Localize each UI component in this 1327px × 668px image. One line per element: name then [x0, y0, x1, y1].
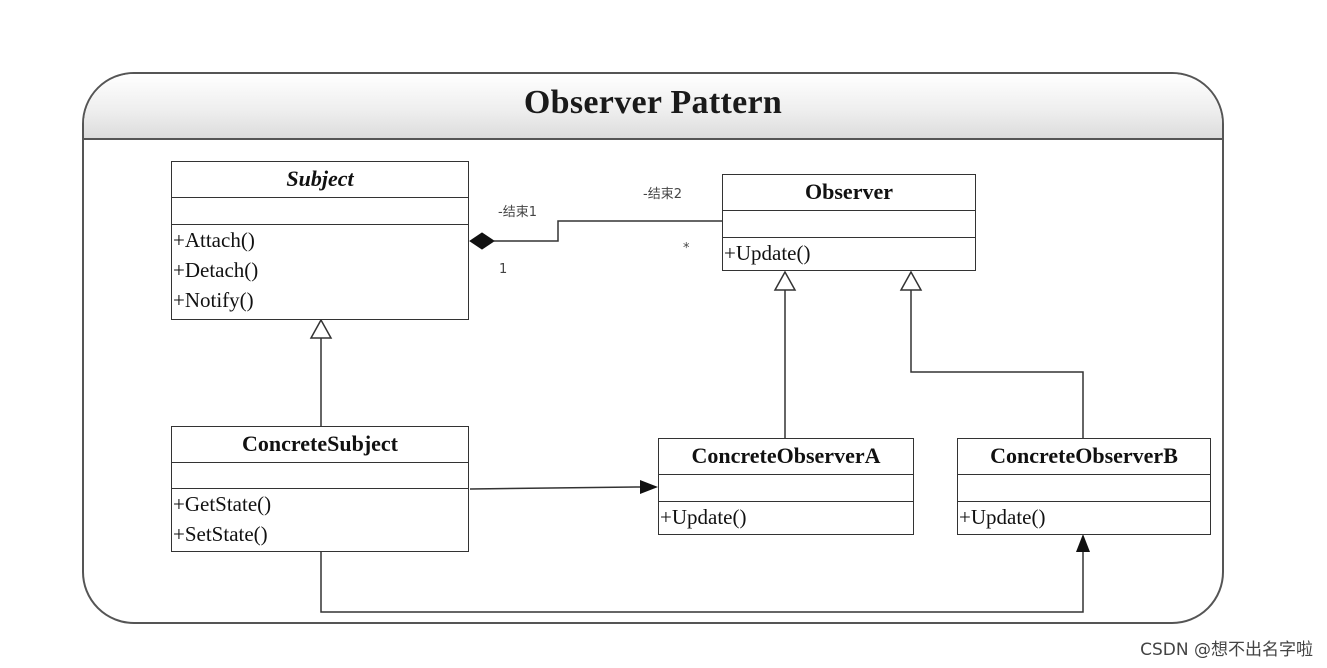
generalization-arrow-observer-b — [899, 270, 923, 291]
association-end2-label: -结束2 — [643, 187, 682, 202]
dependency-arrowhead-a — [640, 480, 658, 494]
operation: +Update() — [959, 505, 1046, 529]
class-observer-attributes — [723, 211, 975, 238]
class-concrete-subject-operations: +GetState() +SetState() — [172, 489, 468, 549]
class-subject-name: Subject — [172, 162, 468, 198]
class-concrete-observer-a-operations: +Update() — [659, 502, 913, 532]
operation: +SetState() — [173, 522, 268, 546]
class-subject: Subject +Attach() +Detach() +Notify() — [171, 161, 469, 320]
class-concrete-observer-b-attributes — [958, 475, 1210, 502]
class-concrete-subject-name: ConcreteSubject — [172, 427, 468, 463]
operation: +Attach() — [173, 228, 255, 252]
class-concrete-observer-b-name: ConcreteObserverB — [958, 439, 1210, 475]
association-line — [494, 220, 722, 242]
class-subject-operations: +Attach() +Detach() +Notify() — [172, 225, 468, 315]
generalization-observer-b-line — [910, 290, 1084, 438]
class-concrete-observer-a-attributes — [659, 475, 913, 502]
association-end1-multiplicity: 1 — [499, 262, 508, 277]
dependency-arrowhead-b — [1076, 534, 1090, 552]
composition-diamond — [469, 232, 495, 250]
diagram-title: Observer Pattern — [523, 84, 783, 121]
operation: +Detach() — [173, 258, 259, 282]
dependency-observer-b-line — [320, 552, 1084, 613]
class-concrete-subject: ConcreteSubject +GetState() +SetState() — [171, 426, 469, 552]
dependency-observer-a-line — [469, 486, 641, 490]
class-observer-operations: +Update() — [723, 238, 975, 268]
association-end1-label: -结束1 — [498, 205, 537, 220]
class-concrete-observer-a: ConcreteObserverA +Update() — [658, 438, 914, 535]
class-observer-name: Observer — [723, 175, 975, 211]
title-banner: Observer Pattern — [84, 74, 1222, 140]
class-concrete-subject-attributes — [172, 463, 468, 489]
operation: +Update() — [660, 505, 747, 529]
class-subject-attributes — [172, 198, 468, 225]
class-concrete-observer-b: ConcreteObserverB +Update() — [957, 438, 1211, 535]
operation: +Update() — [724, 241, 811, 265]
class-observer: Observer +Update() — [722, 174, 976, 271]
generalization-arrow-subject — [309, 318, 333, 339]
association-end2-multiplicity: * — [683, 241, 690, 256]
operation: +GetState() — [173, 492, 272, 516]
watermark: CSDN @想不出名字啦 — [1140, 640, 1313, 660]
class-concrete-observer-b-operations: +Update() — [958, 502, 1210, 532]
generalization-arrow-observer-a — [773, 270, 797, 291]
class-concrete-observer-a-name: ConcreteObserverA — [659, 439, 913, 475]
operation: +Notify() — [173, 288, 254, 312]
